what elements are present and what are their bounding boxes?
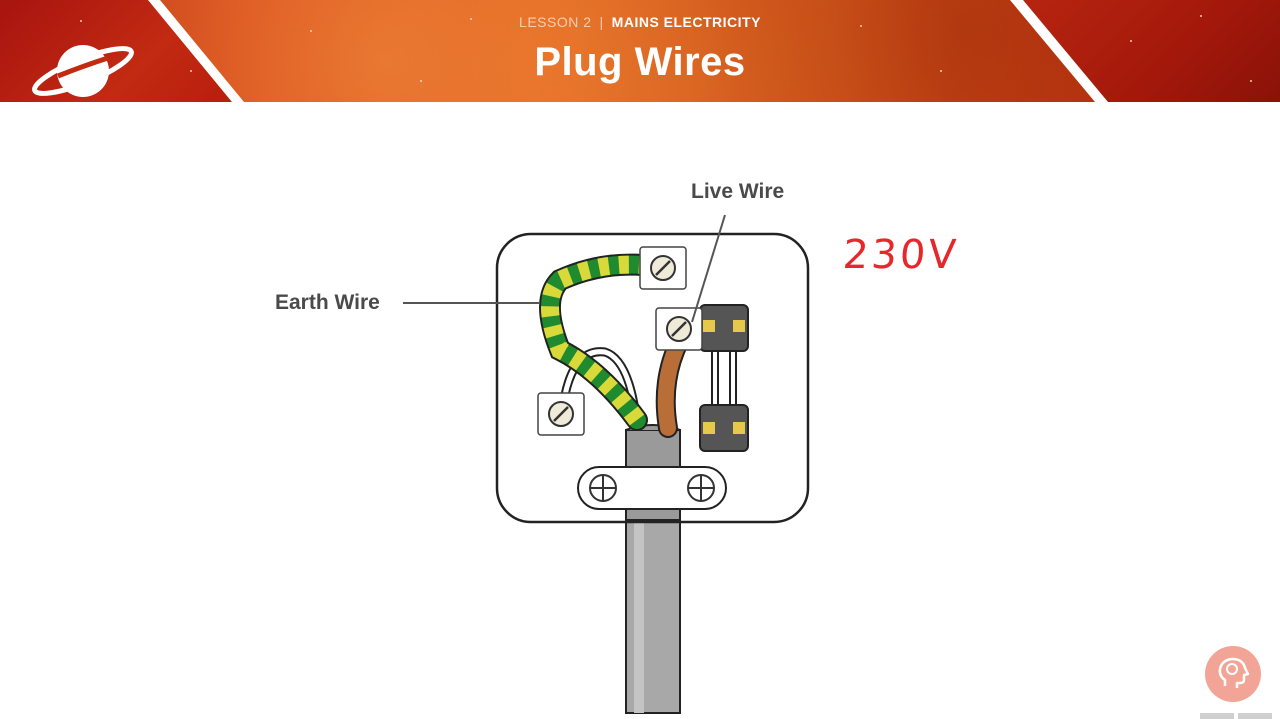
neutral-terminal-icon [537,392,585,436]
corner-tab-right[interactable] [1238,713,1272,719]
earth-wire-label: Earth Wire [275,291,380,314]
fuse-icon [699,304,749,452]
help-button[interactable] [1205,646,1261,702]
lesson-topic: MAINS ELECTRICITY [611,14,761,30]
lesson-breadcrumb: LESSON 2 | MAINS ELECTRICITY [0,14,1280,30]
breadcrumb-separator: | [599,14,604,30]
header-banner: LESSON 2 | MAINS ELECTRICITY Plug Wires [0,0,1280,102]
earth-wire-stripes [541,255,645,426]
cable-highlight [634,508,644,713]
corner-tab-left[interactable] [1200,713,1234,719]
lesson-number: LESSON 2 [519,14,592,30]
live-terminal-icon [655,307,703,351]
brain-head-icon [1218,657,1250,688]
earth-terminal-icon [639,246,687,290]
voltage-annotation: 230V [841,232,961,278]
live-wire-label: Live Wire [691,180,785,203]
planet-logo-icon [32,45,134,97]
banner-stripes [148,0,1108,102]
live-label-line [691,214,726,323]
page-title: Plug Wires [534,40,746,84]
cable-grip-icon [577,466,727,510]
